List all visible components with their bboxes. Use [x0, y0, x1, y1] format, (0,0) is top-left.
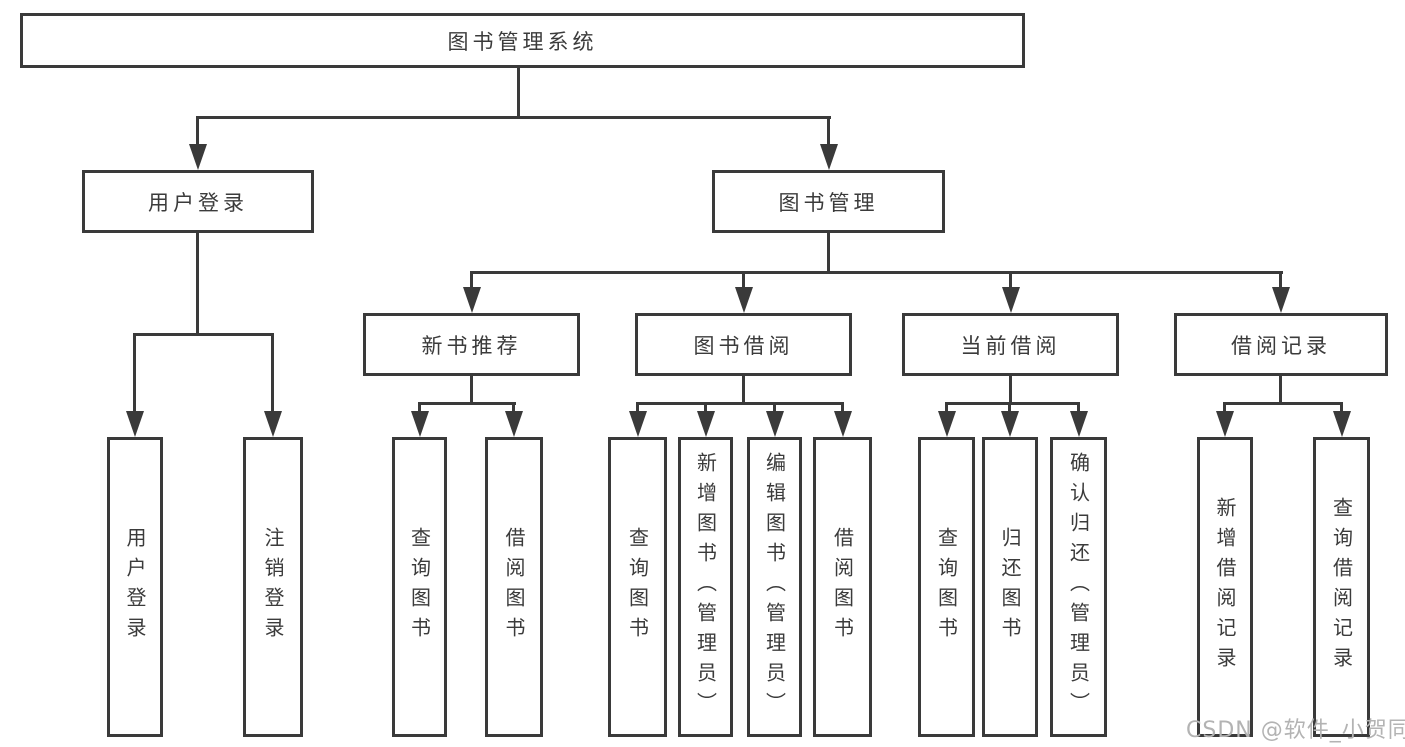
leaf-current-query-books: 查询图书: [918, 437, 975, 737]
leaf-user-login-label: 用户登录: [123, 527, 147, 647]
node-root-label: 图书管理系统: [447, 29, 598, 54]
connector-drop-bb-query: [636, 402, 639, 415]
node-root-library-system: 图书管理系统: [20, 13, 1025, 68]
leaf-borrow-borrow-books: 借阅图书: [813, 437, 872, 737]
leaf-borrow-borrow-books-label: 借阅图书: [830, 527, 855, 647]
leaf-borrow-add-books-admin: 新增图书（管理员）: [678, 437, 733, 737]
connector-drop-book-mgmt: [827, 116, 830, 148]
leaf-current-confirm-return-admin-label: 确认归还（管理员）: [1066, 452, 1091, 722]
arrow-to-cb-query: [938, 411, 956, 437]
leaf-user-login: 用户登录: [107, 437, 163, 737]
leaf-borrow-query-books-label: 查询图书: [625, 527, 650, 647]
arrow-to-book-mgmt: [820, 144, 838, 170]
connector-drop-nb-borrow: [512, 402, 515, 415]
connector-book-mgmt-drop: [827, 233, 830, 274]
leaf-newbook-borrow-books-label: 借阅图书: [502, 527, 526, 647]
leaf-current-confirm-return-admin: 确认归还（管理员）: [1050, 437, 1107, 737]
node-book-borrow-label: 图书借阅: [693, 333, 794, 358]
leaf-record-query-borrow-record-label: 查询借阅记录: [1329, 497, 1354, 677]
connector-drop-current-borrow: [1009, 271, 1012, 291]
node-user-login: 用户登录: [82, 170, 314, 233]
connector-drop-nb-query: [418, 402, 421, 415]
connector-drop-new-book: [470, 271, 473, 291]
arrow-to-nb-borrow: [505, 411, 523, 437]
connector-current-borrow-drop: [1009, 375, 1012, 405]
arrow-to-cb-return: [1001, 411, 1019, 437]
node-new-book-recommend-label: 新书推荐: [421, 333, 522, 358]
arrow-to-cb-confirm: [1070, 411, 1088, 437]
node-borrow-record: 借阅记录: [1174, 313, 1388, 376]
arrow-to-bb-query: [629, 411, 647, 437]
arrow-to-bb-add: [697, 411, 715, 437]
leaf-borrow-edit-books-admin: 编辑图书（管理员）: [747, 437, 802, 737]
connector-drop-bb-add: [704, 402, 707, 415]
connector-current-borrow-horizontal: [945, 402, 1080, 405]
connector-root-drop: [517, 68, 520, 119]
arrow-to-nb-query: [411, 411, 429, 437]
leaf-logout: 注销登录: [243, 437, 303, 737]
node-user-login-label: 用户登录: [148, 190, 248, 215]
connector-drop-cb-query: [945, 402, 948, 415]
node-current-borrow: 当前借阅: [902, 313, 1119, 376]
arrow-to-current-borrow: [1002, 287, 1020, 313]
arrow-to-br-add: [1216, 411, 1234, 437]
arrow-to-new-book: [463, 287, 481, 313]
connector-user-login-drop: [196, 233, 199, 336]
leaf-current-query-books-label: 查询图书: [934, 527, 959, 647]
leaf-newbook-borrow-books: 借阅图书: [485, 437, 543, 737]
connector-drop-borrow-record: [1279, 271, 1282, 291]
node-book-management: 图书管理: [712, 170, 945, 233]
csdn-watermark: CSDN @软件_小贺同学: [1186, 718, 1405, 743]
connector-drop-br-add: [1223, 402, 1226, 415]
node-new-book-recommend: 新书推荐: [363, 313, 580, 376]
arrow-to-leaf-login: [126, 411, 144, 437]
arrow-to-bb-edit: [766, 411, 784, 437]
connector-drop-leaf-login: [133, 333, 136, 415]
connector-level2-horizontal: [470, 271, 1283, 274]
node-borrow-record-label: 借阅记录: [1231, 333, 1331, 358]
leaf-logout-label: 注销登录: [261, 527, 285, 647]
connector-new-book-horizontal: [418, 402, 516, 405]
leaf-record-add-borrow-record-label: 新增借阅记录: [1213, 497, 1237, 677]
connector-drop-leaf-logout: [271, 333, 274, 415]
leaf-newbook-query-books-label: 查询图书: [407, 527, 432, 647]
leaf-borrow-query-books: 查询图书: [608, 437, 667, 737]
connector-book-borrow-drop: [742, 375, 745, 405]
leaf-current-return-books-label: 归还图书: [998, 527, 1022, 647]
connector-drop-br-query: [1340, 402, 1343, 415]
node-book-management-label: 图书管理: [778, 190, 879, 215]
arrow-to-book-borrow: [735, 287, 753, 313]
arrow-to-user-login: [189, 144, 207, 170]
leaf-borrow-edit-books-admin-label: 编辑图书（管理员）: [762, 452, 787, 722]
connector-book-borrow-horizontal: [636, 402, 844, 405]
arrow-to-bb-borrow: [834, 411, 852, 437]
leaf-newbook-query-books: 查询图书: [392, 437, 447, 737]
connector-new-book-drop: [470, 375, 473, 405]
node-current-borrow-label: 当前借阅: [960, 333, 1061, 358]
connector-borrow-record-horizontal: [1223, 402, 1342, 405]
connector-user-login-horizontal: [133, 333, 274, 336]
node-book-borrow: 图书借阅: [635, 313, 852, 376]
leaf-record-query-borrow-record: 查询借阅记录: [1313, 437, 1370, 737]
arrow-to-br-query: [1333, 411, 1351, 437]
connector-drop-book-borrow: [742, 271, 745, 291]
arrow-to-borrow-record: [1272, 287, 1290, 313]
leaf-borrow-add-books-admin-label: 新增图书（管理员）: [693, 452, 718, 722]
connector-drop-bb-borrow: [841, 402, 844, 415]
connector-drop-user-login: [196, 116, 199, 148]
leaf-record-add-borrow-record: 新增借阅记录: [1197, 437, 1253, 737]
connector-borrow-record-drop: [1279, 375, 1282, 405]
leaf-current-return-books: 归还图书: [982, 437, 1038, 737]
connector-drop-cb-confirm: [1077, 402, 1080, 415]
connector-level1-horizontal: [196, 116, 831, 119]
arrow-to-leaf-logout: [264, 411, 282, 437]
connector-drop-bb-edit: [773, 402, 776, 415]
connector-drop-cb-return: [1008, 402, 1011, 415]
